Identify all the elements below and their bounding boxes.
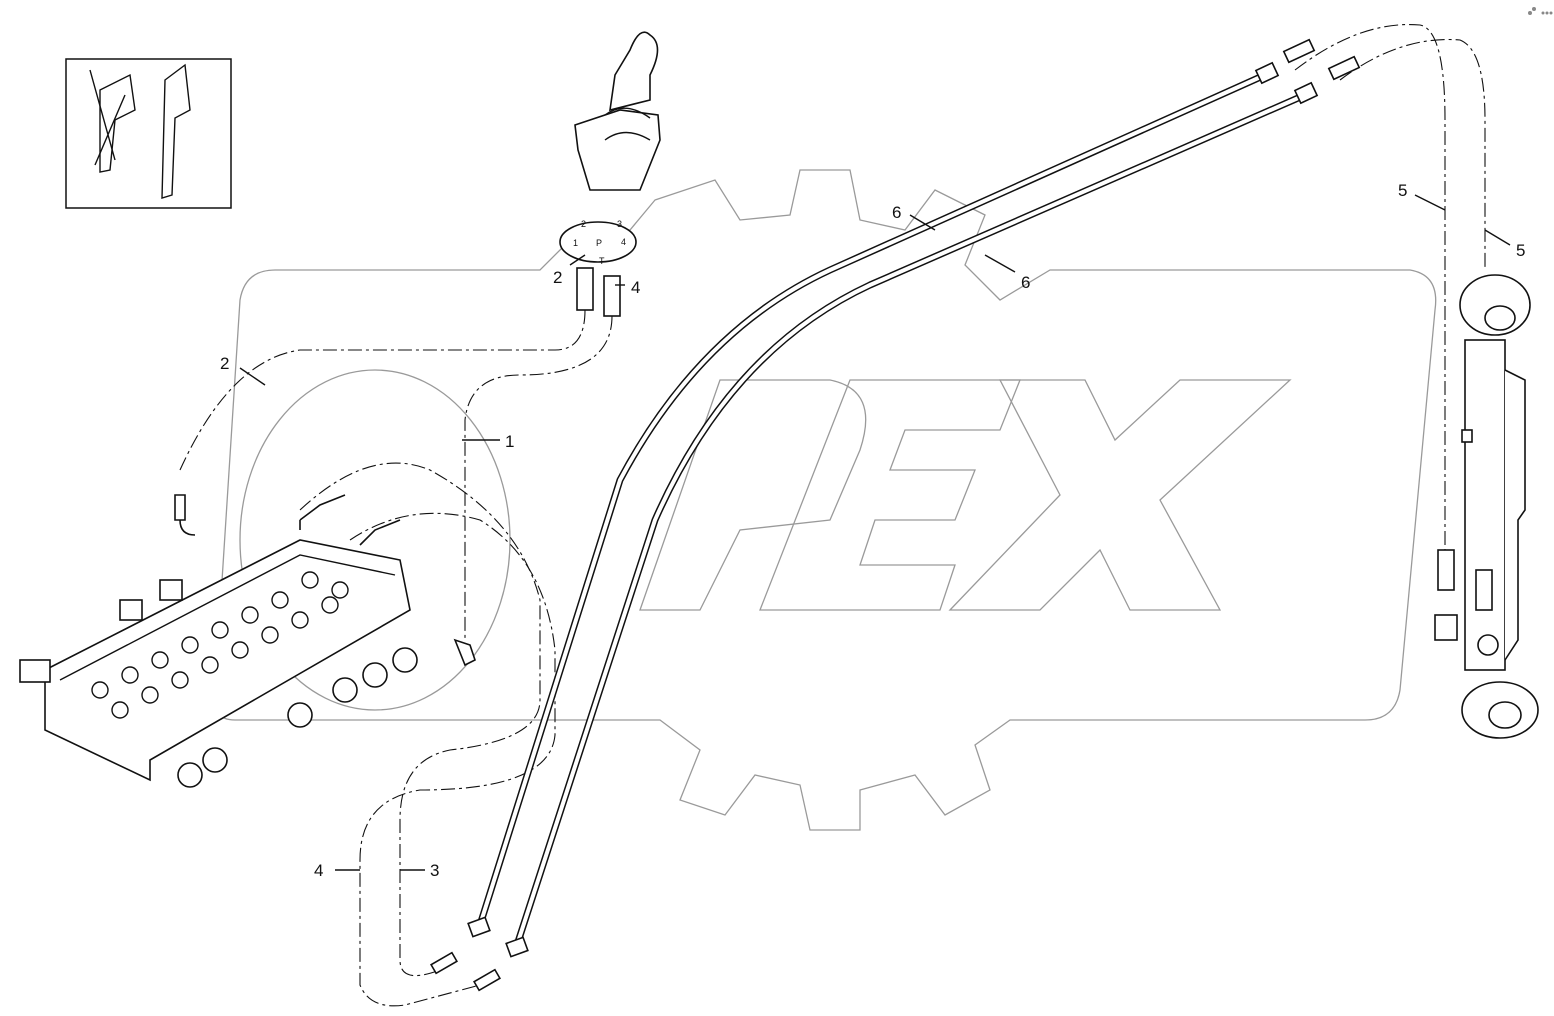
callout-4: 4 (314, 861, 323, 880)
port-label: 1 (573, 238, 578, 248)
callout-5: 5 (1516, 241, 1525, 260)
hydraulic-cylinder (1434, 274, 1539, 739)
hose-6-pair (430, 38, 1361, 992)
port-label: 3 (617, 219, 622, 229)
port-label: 4 (621, 237, 626, 247)
port-label: T (599, 256, 605, 266)
joystick: 2 3 1 P 4 T (559, 31, 661, 317)
dots-icon (1528, 7, 1553, 15)
control-valve-block (19, 494, 476, 788)
opex-watermark (213, 169, 1437, 831)
callout-5: 5 (1398, 181, 1407, 200)
callout-2: 2 (553, 268, 562, 287)
port-labels: 2 3 1 P 4 T (573, 219, 626, 266)
callouts: 1 2 2 3 4 4 5 5 6 6 (220, 181, 1525, 880)
callout-2: 2 (220, 354, 229, 373)
callout-6: 6 (1021, 273, 1030, 292)
port-label: 2 (581, 219, 586, 229)
port-label: P (596, 238, 602, 248)
inset-view (65, 58, 232, 209)
callout-3: 3 (430, 861, 439, 880)
callout-6: 6 (892, 203, 901, 222)
callout-1: 1 (505, 432, 514, 451)
callout-4: 4 (631, 278, 640, 297)
